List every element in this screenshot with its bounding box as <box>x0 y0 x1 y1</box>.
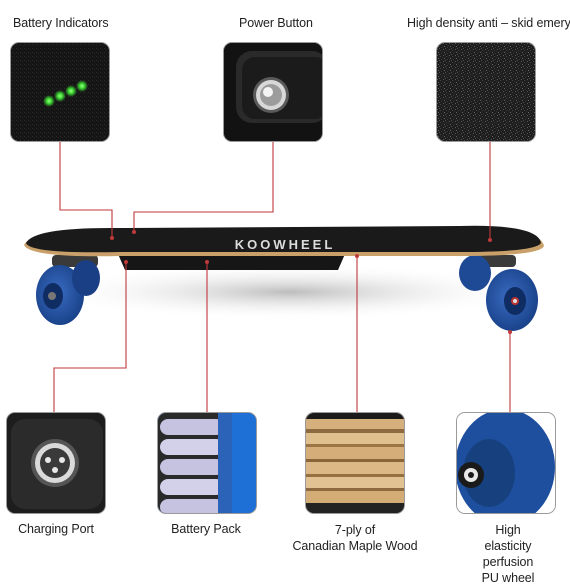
power-button-label: Power Button <box>239 16 313 30</box>
maple-wood-image <box>305 412 405 514</box>
brand-logo: KOOWHEEL <box>235 237 336 252</box>
battery-indicators-label: Battery Indicators <box>13 16 109 30</box>
maple-wood-label: 7-ply of Canadian Maple Wood <box>292 523 418 553</box>
power-button-icon <box>253 77 289 113</box>
charging-port-icon <box>31 439 79 487</box>
battery-pack-label: Battery Pack <box>171 522 241 536</box>
wheel-icon <box>36 265 84 325</box>
charging-port-image <box>6 412 106 514</box>
grip-tape-image <box>436 42 536 142</box>
battery-pack-image <box>157 412 257 514</box>
charging-port-label: Charging Port <box>18 522 94 536</box>
wheel-icon <box>486 269 538 331</box>
skateboard-illustration: KOOWHEEL <box>24 142 544 412</box>
power-button-image <box>223 42 323 142</box>
led-indicator-icon <box>43 80 88 107</box>
pu-wheel-image <box>456 412 556 514</box>
callout-lines <box>53 142 511 412</box>
pu-wheel-label: High elasticity perfusion PU wheel <box>481 523 535 585</box>
wheel-icon <box>457 413 555 513</box>
battery-cell-icon <box>160 419 224 513</box>
battery-indicators-image <box>10 42 110 142</box>
grip-tape-label: High density anti – skid emery <box>407 16 570 30</box>
